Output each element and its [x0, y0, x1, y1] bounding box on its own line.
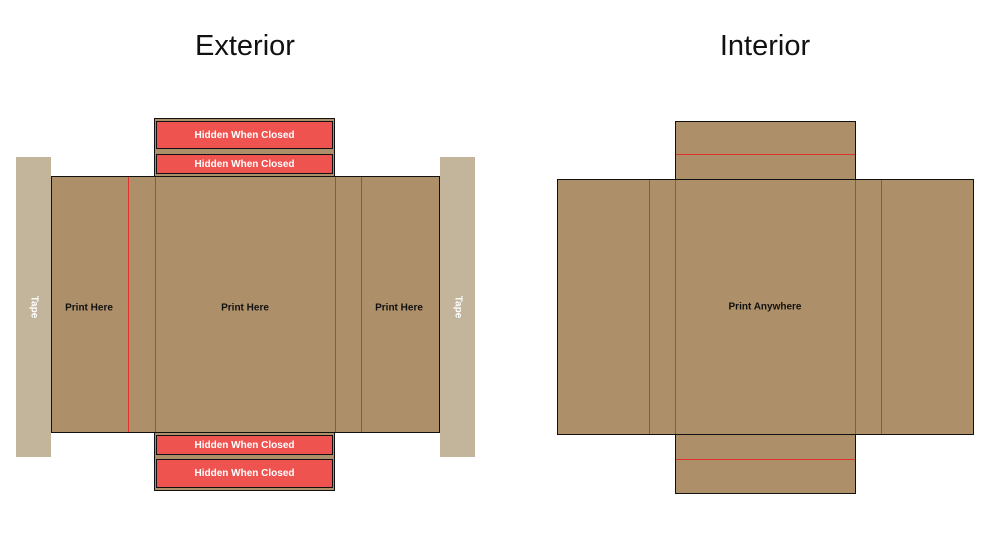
tape-right-label: Tape [452, 295, 463, 319]
print-label-right: Print Here [375, 302, 423, 314]
hidden-label: Hidden When Closed [194, 468, 295, 479]
print-anywhere-label: Print Anywhere [728, 301, 802, 313]
hidden-flap-top-inner: Hidden When Closed [156, 154, 333, 174]
fold-line [676, 154, 855, 155]
fold-line [881, 180, 882, 434]
interior-body [557, 179, 974, 435]
tape-right: Tape [440, 157, 475, 457]
fold-line [676, 459, 855, 460]
fold-line [335, 177, 336, 432]
print-label-left: Print Here [65, 302, 113, 314]
fold-line [675, 180, 676, 434]
exterior-body [51, 176, 440, 433]
hidden-label: Hidden When Closed [194, 439, 295, 451]
interior-top-flap [675, 121, 856, 181]
hidden-label: Hidden When Closed [194, 158, 295, 170]
hidden-flap-bottom-outer: Hidden When Closed [156, 459, 333, 488]
print-label-center: Print Here [221, 302, 269, 314]
exterior-title: Exterior [195, 30, 295, 62]
fold-line [361, 177, 362, 432]
fold-line [155, 177, 156, 432]
fold-line [128, 177, 129, 432]
tape-left: Tape [16, 157, 51, 457]
interior-bottom-flap [675, 434, 856, 494]
fold-line [649, 180, 650, 434]
hidden-label: Hidden When Closed [194, 129, 295, 141]
fold-line [855, 180, 856, 434]
tape-left-label: Tape [28, 295, 39, 319]
interior-title: Interior [719, 30, 811, 62]
hidden-flap-bottom-inner: Hidden When Closed [156, 435, 333, 455]
hidden-flap-top-outer: Hidden When Closed [156, 121, 333, 149]
